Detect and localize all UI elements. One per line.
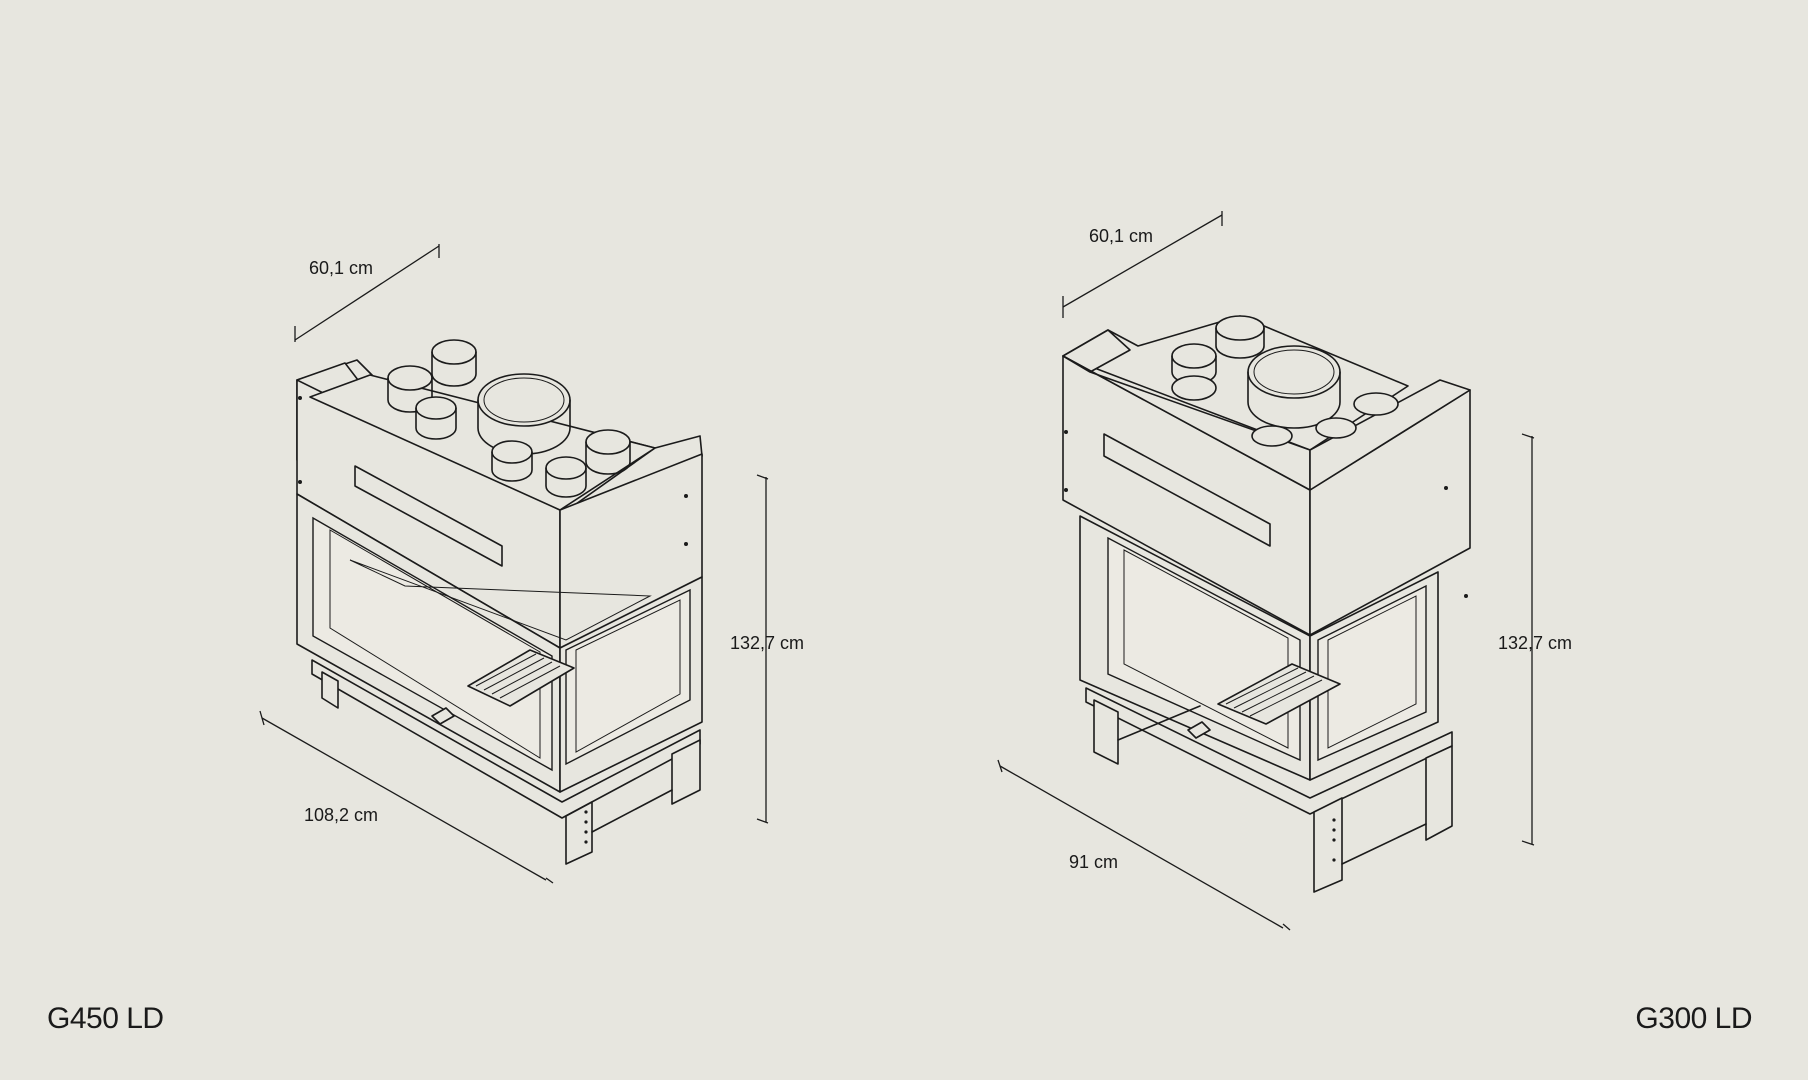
flue-collar-right-6 [1251, 425, 1293, 447]
flue-collar-left-5 [545, 456, 587, 498]
flue-collar-right-5 [1315, 417, 1357, 439]
width-label-left: 108,2 cm [304, 805, 378, 825]
width-dimension-line-right [997, 759, 1291, 931]
depth-dimension-line-right [1062, 211, 1223, 318]
height-label-left: 132,7 cm [730, 633, 804, 653]
height-dimension-line-left [756, 474, 769, 824]
flue-collar-left-4 [491, 440, 533, 482]
width-dimension-line-left [259, 710, 554, 884]
height-label-right: 132,7 cm [1498, 633, 1572, 653]
depth-label-left: 60,1 cm [309, 258, 373, 278]
grate-left [467, 649, 575, 707]
flue-collar-left-6 [585, 429, 631, 475]
depth-dimension-line-left [294, 244, 440, 342]
depth-label-right: 60,1 cm [1089, 226, 1153, 246]
flue-collar-right-1 [1215, 315, 1265, 359]
fireplace-g450-drawing [259, 244, 769, 884]
flue-collar-left-3 [415, 396, 457, 440]
height-dimension-line-right [1521, 433, 1535, 846]
grate-right [1217, 663, 1341, 725]
fireplace-g300-drawing [997, 211, 1535, 931]
model-name-right: G300 LD [1635, 1002, 1752, 1035]
width-label-right: 91 cm [1069, 852, 1118, 872]
flue-main-left [477, 373, 571, 455]
model-name-left: G450 LD [47, 1002, 164, 1035]
flue-collar-left-2 [431, 339, 477, 387]
flue-collar-right-3 [1171, 375, 1217, 401]
flue-collar-right-4 [1353, 392, 1399, 416]
flue-main-right [1247, 345, 1341, 429]
